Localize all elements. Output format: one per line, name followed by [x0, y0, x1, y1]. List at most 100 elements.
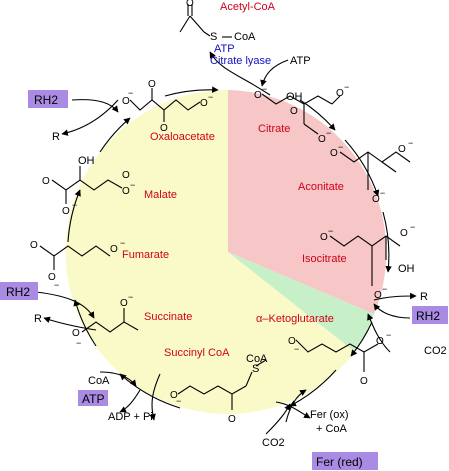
svg-text:O: O [400, 228, 408, 239]
svg-text:O: O [120, 298, 128, 309]
sector-yellow [65, 89, 355, 414]
svg-text:O: O [42, 176, 50, 187]
svg-text:O: O [30, 240, 38, 251]
svg-text:O: O [200, 98, 208, 109]
atp-in-arrow [260, 59, 289, 87]
label-atp-black: ATP [290, 55, 311, 67]
label-oh-malate: OH [78, 155, 95, 167]
succinate-structure: O − O − [72, 292, 139, 348]
svg-text:O: O [186, 0, 194, 9]
cofactor-boxes: RH2 RH2 RH2 ATP Fer (red) [0, 90, 448, 470]
svg-text:O: O [376, 336, 384, 347]
label-rh2-left: RH2 [6, 285, 30, 299]
rh2-top-box [28, 90, 68, 108]
svg-text:O: O [360, 376, 368, 387]
cycle-sectors [65, 89, 387, 414]
label-r-left: R [34, 313, 42, 325]
label-rh2-right: RH2 [416, 309, 440, 323]
svg-text:O: O [122, 186, 130, 197]
svg-text:−: − [326, 128, 331, 138]
label-s-succcoa: S [252, 363, 259, 375]
label-co2-bottom: CO2 [262, 437, 285, 449]
svg-text:−: − [128, 292, 133, 302]
label-adp-pi: ADP + Pi [108, 411, 153, 423]
svg-text:−: − [120, 238, 125, 248]
svg-text:O: O [288, 336, 296, 347]
svg-text:−: − [176, 396, 181, 406]
label-s-top: S [210, 31, 217, 43]
svg-text:−: − [128, 88, 133, 98]
label-plus-coa: + CoA [316, 423, 348, 435]
svg-text:O: O [148, 79, 156, 90]
malate-structure: O O − O O − [42, 166, 135, 217]
svg-text:O: O [72, 328, 80, 339]
svg-text:−: − [54, 280, 59, 290]
alpha-kg-structure: O − O − O [288, 330, 391, 387]
label-atp-box: ATP [82, 392, 104, 406]
label-coa-left: CoA [88, 375, 110, 387]
svg-text:−: − [328, 226, 333, 236]
svg-text:−: − [294, 344, 299, 354]
succinyl-coa-structure: O O − [170, 359, 267, 425]
svg-text:−: − [338, 142, 343, 152]
svg-text:O: O [318, 134, 326, 145]
label-succinyl-coa: Succinyl CoA [164, 347, 230, 359]
svg-text:−: − [382, 284, 387, 294]
label-citrate-lyase: Citrate lyase [210, 55, 271, 67]
compound-labels: Acetyl-CoA S CoA ATP Citrate lyase ATP C… [78, 1, 415, 375]
svg-text:−: − [208, 92, 213, 102]
sector-green [228, 252, 374, 352]
svg-text:−: − [344, 82, 349, 92]
label-fumarate: Fumarate [122, 249, 169, 261]
atp-box [78, 390, 108, 406]
svg-text:O: O [122, 96, 130, 107]
label-co2-right: CO2 [424, 345, 447, 357]
label-acetyl-coa: Acetyl-CoA [220, 1, 276, 13]
svg-text:−: − [408, 138, 413, 148]
label-fer-ox: Fer (ox) [310, 409, 349, 421]
citrate-structure: O − O − O − O [254, 82, 349, 145]
svg-text:−: − [130, 180, 135, 190]
acetyl-coa-structure: O [179, 0, 232, 38]
svg-text:−: − [380, 188, 385, 198]
aconitate-structure: O − O − O − [330, 138, 413, 205]
label-malate: Malate [144, 189, 177, 201]
svg-text:O: O [110, 244, 118, 255]
svg-text:O: O [170, 390, 178, 401]
svg-text:O: O [398, 144, 406, 155]
svg-text:−: − [386, 330, 391, 340]
svg-text:−: − [72, 200, 77, 210]
label-aconitate: Aconitate [298, 181, 344, 193]
rh2-left-box [0, 282, 38, 300]
svg-text:O: O [336, 88, 344, 99]
svg-text:O: O [48, 272, 56, 283]
isocitrate-structure: O − O − O − [320, 222, 415, 301]
svg-text:O: O [62, 206, 70, 217]
label-fer-red: Fer (red) [316, 455, 363, 469]
cofactor-labels: R R R CO2 CO2 CoA ADP + Pi Fer (ox) + Co… [34, 131, 447, 449]
label-coa-top: CoA [234, 31, 256, 43]
svg-text:O: O [290, 106, 298, 117]
oxaloacetate-structure: O O O − O − [122, 79, 213, 134]
cycle-arrows [67, 86, 392, 409]
label-r-top: R [52, 131, 60, 143]
citrate-lyase-arrow [209, 51, 271, 96]
svg-text:−: − [76, 338, 81, 348]
label-r-right: R [420, 291, 428, 303]
fer-red-box [312, 452, 378, 470]
svg-text:−: − [262, 84, 267, 94]
svg-text:O: O [330, 148, 338, 159]
svg-text:O: O [372, 194, 380, 205]
label-rh2-top: RH2 [34, 93, 58, 107]
label-oh-citrate: OH [286, 91, 303, 103]
fumarate-structure: O O − O − [30, 238, 125, 290]
svg-text:O: O [374, 290, 382, 301]
sector-red [228, 90, 387, 314]
svg-text:O: O [122, 170, 130, 181]
label-succinate: Succinate [144, 311, 192, 323]
label-coa-succcoa: CoA [246, 353, 268, 365]
rh2-right-box [412, 306, 448, 324]
svg-text:−: − [410, 222, 415, 232]
label-oh-isocitrate: OH [398, 263, 415, 275]
